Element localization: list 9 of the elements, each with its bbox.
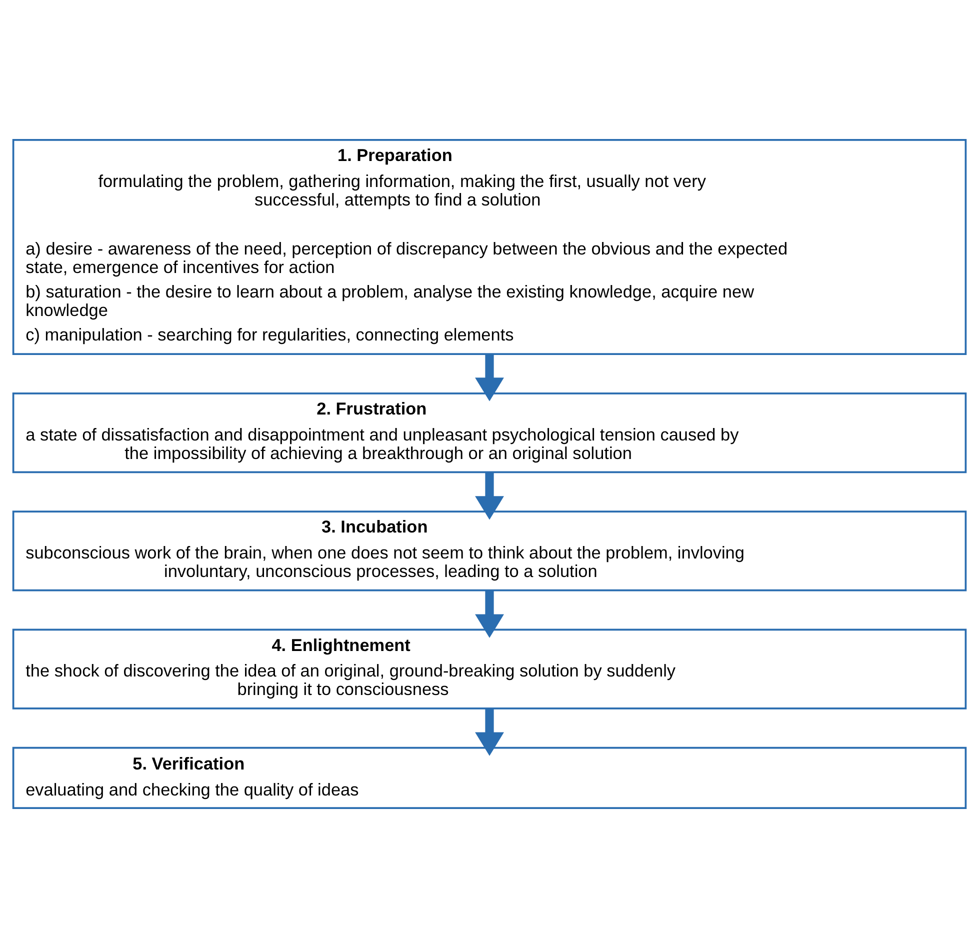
- node-box: 1. Preparation formulating the problem, gathering information, making the first, usually not very successful, attempts to find a solution a) desire - awareness of the need, perception of discrepancy between the obvious and the expected state, emergence of incentives for action b) saturation - the desire to learn about a problem, analyse the existing knowledge, acquire new knowledge c) manipulation - searching for regularities, connecting elements: [12, 138, 967, 354]
- arrow: [475, 708, 504, 756]
- node-box: 5. Verification evaluating and checking the quality of ideas: [12, 746, 967, 808]
- node-box: 2. Frustration a state of dissatisfaction and disappointment and unpleasant psychological tension caused by the impossibility of achieving a breakthrough or an original solution: [12, 392, 967, 473]
- arrow: [475, 472, 504, 520]
- node-box: 3. Incubation subconscious work of the brain, when one does not seem to think about the problem, invloving involuntary, unconscious processes, leading to a solution: [12, 510, 967, 591]
- arrow: [475, 354, 504, 401]
- node-box: 4. Enlightnement the shock of discovering the idea of an original, ground-breaking solution by suddenly bringing it to consciousness: [12, 628, 967, 709]
- arrow: [475, 590, 504, 638]
